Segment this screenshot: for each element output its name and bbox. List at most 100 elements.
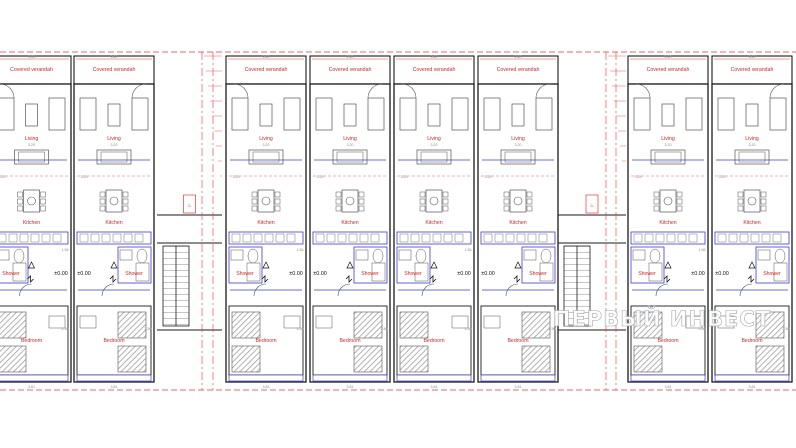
bed-hatched xyxy=(521,311,551,339)
dimension-living-h: 3.25 xyxy=(233,175,240,179)
chair xyxy=(442,191,449,198)
counter-module xyxy=(538,233,548,243)
sofa-cushion xyxy=(252,151,280,163)
level-mark: ±0.00 xyxy=(691,271,704,277)
chair xyxy=(676,191,683,198)
nightstand xyxy=(483,315,501,329)
chair xyxy=(358,198,365,205)
counter-module xyxy=(0,233,7,243)
shower-tray xyxy=(371,262,386,282)
counter-module xyxy=(505,233,515,243)
table-top xyxy=(27,196,36,206)
chair xyxy=(122,191,129,198)
sink xyxy=(632,249,646,261)
window-bay xyxy=(633,97,651,131)
chair xyxy=(40,198,46,205)
kitchen-label: Kitchen xyxy=(105,220,122,226)
dimension-bedroom: 2.50 xyxy=(699,327,706,331)
nightstand xyxy=(717,315,735,329)
kitchen-label: Kitchen xyxy=(743,220,760,226)
kitchen-label: Kitchen xyxy=(659,220,676,226)
dimension-bedroom: 2.50 xyxy=(145,327,152,331)
toilet xyxy=(247,248,259,264)
verandah-label: Covered verandah xyxy=(647,67,690,73)
counter-module xyxy=(410,233,420,243)
door-swing xyxy=(253,283,267,297)
nightstand xyxy=(451,315,469,329)
shower-label: Shower xyxy=(638,271,656,277)
sofa-cushion xyxy=(18,151,45,163)
kitchen-label: Kitchen xyxy=(509,220,526,226)
shower-label: Shower xyxy=(125,271,143,277)
bed-hatched xyxy=(0,345,27,373)
dimension-bedroom: 2.50 xyxy=(783,327,790,331)
bedroom-window xyxy=(312,374,388,382)
counter-module xyxy=(19,233,29,243)
chair xyxy=(251,198,258,205)
dimension-top: 3.80 xyxy=(431,55,438,59)
chair xyxy=(251,191,258,198)
dimension-bottom: 3.81 xyxy=(665,385,672,389)
verandah-outline xyxy=(73,55,155,85)
bedroom-window xyxy=(0,374,69,382)
wardrobe xyxy=(661,103,675,127)
dimension-living-h: 3.25 xyxy=(635,175,642,179)
dimension-bottom: 3.81 xyxy=(111,385,118,389)
level-mark: ±0.00 xyxy=(289,271,302,277)
dimension-living-h: 3.25 xyxy=(81,175,88,179)
dining-table xyxy=(341,189,359,213)
door-swing xyxy=(769,83,785,99)
living-label: Living xyxy=(343,136,357,142)
counter-module xyxy=(483,233,493,243)
chair xyxy=(526,198,533,205)
warning-icon xyxy=(262,261,270,269)
window-bay xyxy=(535,97,553,131)
window-bay xyxy=(685,97,703,131)
table-top xyxy=(513,196,523,206)
level-mark: ±0.00 xyxy=(481,271,494,277)
living-label: Living xyxy=(511,136,525,142)
wardrobe xyxy=(343,103,357,127)
window-bay xyxy=(0,97,15,131)
level-mark: ±0.00 xyxy=(457,271,470,277)
counter-module xyxy=(348,233,358,243)
door-swing xyxy=(0,83,15,99)
nightstand xyxy=(685,315,703,329)
dimension-bedroom: 2.50 xyxy=(549,327,556,331)
counter-module xyxy=(633,233,643,243)
wiring-symbol xyxy=(663,275,671,283)
bedroom-label: Bedroom xyxy=(507,338,528,344)
door-swing xyxy=(655,283,669,297)
chair xyxy=(335,191,342,198)
shower-label: Shower xyxy=(763,271,781,277)
dining-table xyxy=(23,189,40,213)
chair xyxy=(17,205,23,212)
chair xyxy=(737,198,744,205)
shower-tray xyxy=(648,262,663,282)
chair xyxy=(526,205,533,212)
building-layer: ♨♨ xyxy=(0,51,796,391)
counter-module xyxy=(432,233,442,243)
sofa-cushion xyxy=(654,151,682,163)
level-mark: ±0.00 xyxy=(77,271,90,277)
door-swing xyxy=(635,83,651,99)
bedroom-window xyxy=(480,374,556,382)
verandah-label: Covered verandah xyxy=(497,67,540,73)
toilet xyxy=(136,248,148,264)
counter-module xyxy=(443,233,453,243)
sofa-cushion xyxy=(738,151,766,163)
warning-icon xyxy=(110,261,118,269)
counter-module xyxy=(750,233,760,243)
bedroom-window xyxy=(396,374,472,382)
counter-module xyxy=(8,233,18,243)
living-label: Living xyxy=(25,136,39,142)
verandah-outline xyxy=(627,55,709,85)
dimension-living: 3.20 xyxy=(111,143,118,147)
toilet xyxy=(649,248,661,264)
verandah-outline xyxy=(477,55,559,85)
level-mark: ±0.00 xyxy=(54,271,67,277)
